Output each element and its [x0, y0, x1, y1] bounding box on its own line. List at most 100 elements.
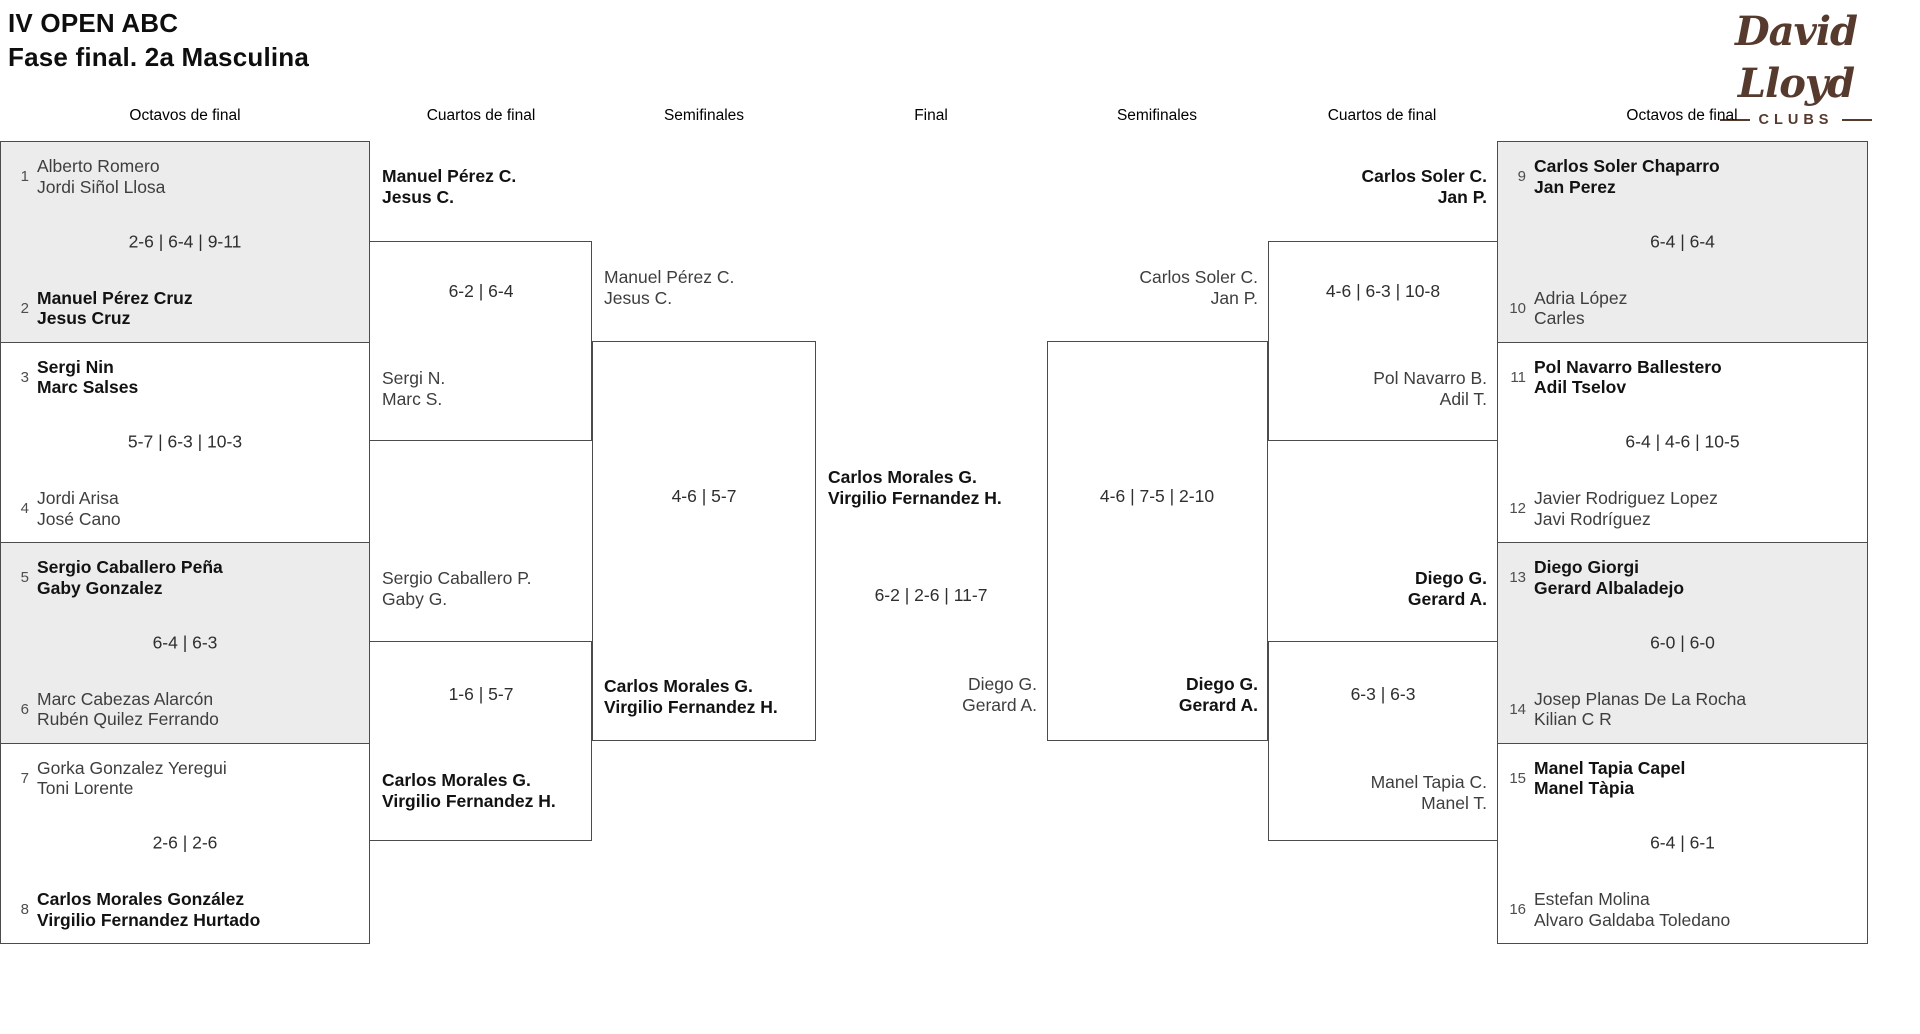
logo-brand-text: David Lloyd [1734, 8, 1858, 107]
team-name-line: Adria López [1534, 287, 1628, 308]
team-name-line: Virgilio Fernandez H. [604, 696, 778, 717]
seed-number: 2 [20, 299, 29, 317]
seed-number: 8 [20, 901, 29, 918]
connector-box-sf-left [592, 341, 816, 741]
match-score: 6-4 | 6-3 [152, 632, 218, 653]
team-row: 16 Estefan Molina Alvaro Galdaba Toledan… [1506, 889, 1861, 930]
seed-number: 9 [1517, 168, 1526, 185]
team-name-line: Carlos Soler Chaparro [1534, 156, 1720, 176]
team-name-line: Carlos Morales G. [604, 676, 753, 696]
match-score-qf-left-2: 1-6 | 5-7 [448, 684, 514, 704]
connector-box-qf-right-2 [1268, 641, 1497, 841]
team-names: Sergi Nin Marc Salses [37, 357, 138, 398]
team-name-line: Sergio Caballero P. [382, 568, 532, 588]
match-score: 6-0 | 6-0 [1650, 632, 1715, 653]
team-names: Manuel Pérez Cruz Jesus Cruz [37, 288, 193, 329]
team-names: Josep Planas De La Rocha Kilian C R [1534, 689, 1746, 730]
team-name-line: Marc S. [382, 388, 443, 409]
match-box-seeds-9-10: 9 Carlos Soler Chaparro Jan Perez 6-4 | … [1498, 142, 1867, 342]
team-name-line: Javier Rodriguez Lopez [1534, 488, 1718, 508]
team-name-line: Manuel Pérez Cruz [37, 287, 193, 308]
seed-number: 3 [20, 368, 29, 386]
seed-number: 14 [1509, 700, 1526, 718]
team-name-line: Carlos Morales González [37, 889, 245, 909]
bracket-column-r16-right: 9 Carlos Soler Chaparro Jan Perez 6-4 | … [1497, 141, 1868, 944]
match-score: 2-6 | 6-4 | 9-11 [128, 231, 242, 252]
team-name-line: Manel Tapia C. [1370, 772, 1487, 792]
team-name-line: Toni Lorente [37, 778, 134, 798]
team-name-line: Manel Tàpia [1534, 778, 1635, 798]
team-row: 1 Alberto Romero Jordi Siñol Llosa [9, 156, 363, 197]
team-names: Javier Rodriguez Lopez Javi Rodríguez [1534, 488, 1718, 529]
team-row: 11 Pol Navarro Ballestero Adil Tselov [1506, 357, 1861, 398]
page-title-block: IV OPEN ABC Fase final. 2a Masculina [8, 6, 309, 74]
team-name-line: Estefan Molina [1534, 889, 1650, 909]
round-header-cuartos-right: Cuartos de final [1327, 107, 1437, 124]
seed-number: 1 [20, 168, 29, 185]
match-score: 6-4 | 6-4 [1650, 231, 1715, 252]
connector-box-qf-left-1 [370, 241, 592, 441]
team-name-line: Jordi Siñol Llosa [37, 176, 166, 197]
team-names: Sergio Caballero Peña Gaby Gonzalez [37, 557, 223, 598]
team-label-qf-left-2-bottom: Carlos Morales G. Virgilio Fernandez H. [382, 770, 556, 811]
seed-number: 6 [20, 700, 29, 718]
team-name-line: Jan Perez [1534, 176, 1616, 197]
team-name-line: Manuel Pérez C. [382, 166, 517, 186]
team-name-line: Jesus C. [604, 287, 673, 308]
team-row: 3 Sergi Nin Marc Salses [9, 357, 363, 398]
team-name-line: Pol Navarro B. [1373, 368, 1487, 388]
team-name-line: Diego G. [1186, 674, 1258, 694]
logo-clubs-text: CLUBS [1758, 112, 1834, 128]
team-names: Carlos Soler Chaparro Jan Perez [1534, 156, 1720, 197]
team-name-line: Carlos Morales G. [382, 770, 531, 790]
team-name-line: José Cano [37, 508, 121, 529]
team-name-line: Diego Giorgi [1534, 557, 1639, 577]
team-label-sf-left-top: Manuel Pérez C. Jesus C. [604, 267, 734, 308]
team-names: Adria López Carles [1534, 288, 1627, 329]
team-row: 15 Manel Tapia Capel Manel Tàpia [1506, 758, 1861, 799]
team-row: 5 Sergio Caballero Peña Gaby Gonzalez [9, 557, 363, 598]
round-header-semis-left: Semifinales [663, 107, 745, 124]
team-label-sf-right-top: Carlos Soler C. Jan P. [1139, 267, 1258, 308]
team-name-line: Manuel Pérez C. [604, 267, 735, 287]
team-name-line: Virgilio Fernandez Hurtado [37, 909, 261, 930]
match-score: 5-7 | 6-3 | 10-3 [127, 431, 243, 452]
team-name-line: Gaby Gonzalez [37, 577, 163, 598]
team-names: Pol Navarro Ballestero Adil Tselov [1534, 357, 1722, 398]
connector-box-qf-left-2 [370, 641, 592, 841]
team-row: 14 Josep Planas De La Rocha Kilian C R [1506, 689, 1861, 730]
team-name-line: Rubén Quilez Ferrando [37, 709, 219, 729]
page-subtitle: Fase final. 2a Masculina [8, 42, 310, 72]
page-title: IV OPEN ABC [8, 8, 179, 38]
logo-clubs-row: CLUBS [1688, 112, 1904, 128]
match-score-final: 6-2 | 2-6 | 11-7 [874, 585, 988, 605]
team-name-line: Manel Tapia Capel [1534, 757, 1686, 778]
seed-number: 7 [20, 769, 29, 787]
match-box-seeds-15-16: 15 Manel Tapia Capel Manel Tàpia 6-4 | 6… [1498, 742, 1867, 944]
team-names: Gorka Gonzalez Yeregui Toni Lorente [37, 758, 227, 799]
round-header-octavos-right: Octavos de final [1626, 107, 1738, 124]
match-score: 2-6 | 2-6 [152, 832, 218, 853]
team-row: 6 Marc Cabezas Alarcón Rubén Quilez Ferr… [9, 689, 363, 730]
team-name-line: Alberto Romero [37, 156, 160, 176]
team-label-final-bottom: Diego G. Gerard A. [962, 674, 1037, 715]
team-row: 10 Adria López Carles [1506, 288, 1861, 329]
team-label-qf-left-2-top: Sergio Caballero P. Gaby G. [382, 568, 532, 609]
team-row: 13 Diego Giorgi Gerard Albaladejo [1506, 557, 1861, 598]
team-row: 9 Carlos Soler Chaparro Jan Perez [1506, 156, 1861, 197]
team-row: 4 Jordi Arisa José Cano [9, 488, 363, 529]
team-name-line: Jan P. [1210, 287, 1258, 308]
team-name-line: Carles [1534, 308, 1585, 328]
match-score: 6-4 | 6-1 [1650, 832, 1715, 853]
round-header-semis-right: Semifinales [1116, 107, 1198, 124]
team-row: 8 Carlos Morales González Virgilio Ferna… [9, 889, 363, 930]
team-name-line: Gerard A. [1407, 588, 1487, 609]
team-label-final-top: Carlos Morales G. Virgilio Fernandez H. [828, 467, 1002, 508]
team-name-line: Marc Salses [37, 377, 139, 397]
team-name-line: Alvaro Galdaba Toledano [1534, 909, 1731, 930]
match-box-seeds-3-4: 3 Sergi Nin Marc Salses 5-7 | 6-3 | 10-3… [1, 341, 369, 543]
team-name-line: Sergio Caballero Peña [37, 557, 223, 577]
match-score-qf-right-2: 6-3 | 6-3 [1350, 684, 1416, 704]
david-lloyd-logo: David Lloyd CLUBS [1688, 6, 1904, 128]
team-name-line: Diego G. [967, 674, 1037, 694]
